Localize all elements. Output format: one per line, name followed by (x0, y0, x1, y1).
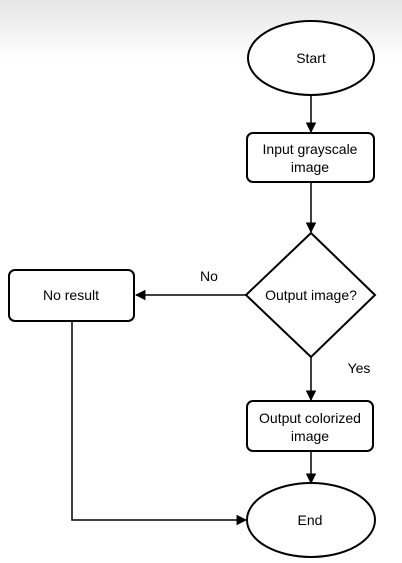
output-node: Output colorized image (246, 400, 374, 452)
output-label-line2: image (291, 428, 329, 444)
output-label-line1: Output colorized (259, 410, 361, 426)
input-label-line1: Input grayscale (263, 141, 358, 157)
no-result-label: No result (43, 287, 99, 303)
start-label: Start (296, 50, 326, 66)
no-result-node: No result (8, 269, 135, 322)
input-label-line2: image (291, 159, 329, 175)
decision-label: Output image? (265, 287, 357, 303)
end-node: End (246, 482, 376, 558)
start-node: Start (247, 20, 375, 96)
end-label: End (298, 512, 323, 528)
edge-label-yes: Yes (348, 360, 371, 376)
edge-no-result-to-end (71, 321, 248, 526)
decision-node: Output image? (244, 231, 377, 359)
edge-label-no: No (200, 268, 218, 284)
input-node: Input grayscale image (246, 132, 375, 183)
